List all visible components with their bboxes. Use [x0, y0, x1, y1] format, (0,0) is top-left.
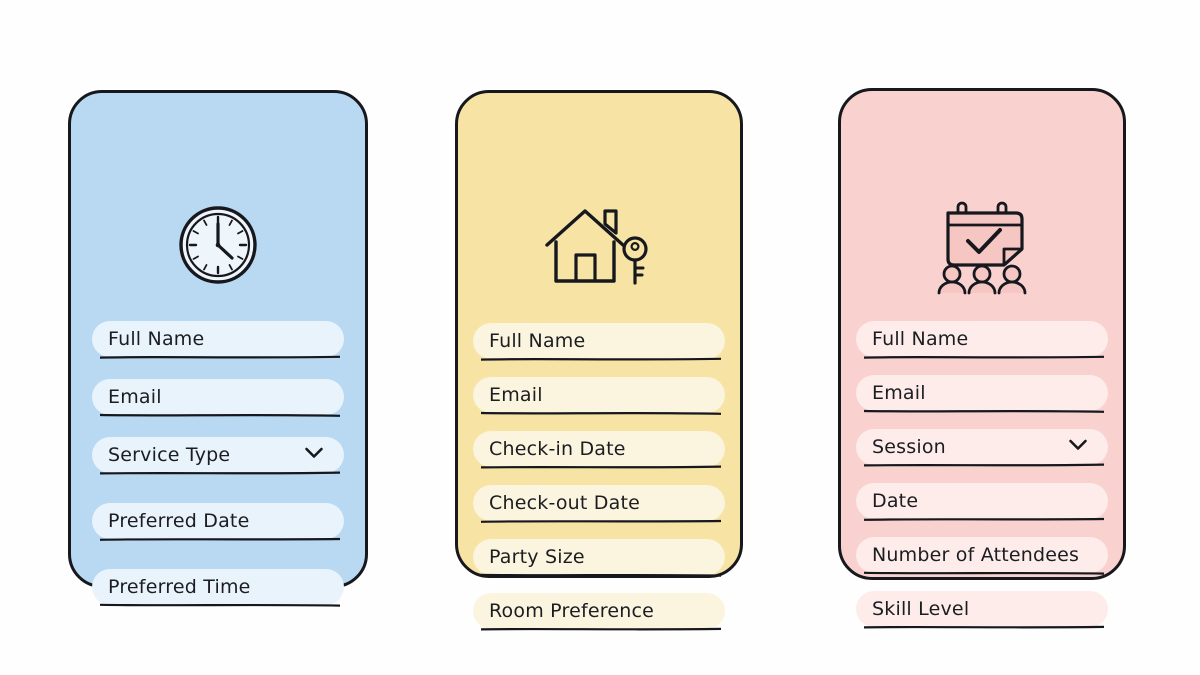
service-type-select[interactable]: Service Type — [92, 437, 344, 477]
form-fields: Full Name Email Check-in Date — [458, 323, 740, 633]
field-pill — [856, 591, 1108, 627]
form-fields: Full Name Email Session — [841, 321, 1123, 631]
full-name-field[interactable]: Full Name — [856, 321, 1108, 361]
preferred-time-field[interactable]: Preferred Time — [92, 569, 344, 609]
field-label: Date — [872, 490, 919, 512]
field-pill — [473, 431, 725, 467]
clock-icon — [71, 203, 365, 287]
field-label: Skill Level — [872, 598, 970, 620]
field-underline — [100, 537, 340, 541]
field-pill — [473, 539, 725, 575]
field-label: Check-out Date — [489, 492, 641, 514]
field-label: Preferred Date — [108, 510, 250, 532]
field-label: Full Name — [489, 330, 586, 352]
field-underline — [100, 603, 340, 607]
field-underline — [100, 471, 340, 475]
check-in-date-field[interactable]: Check-in Date — [473, 431, 725, 471]
field-pill — [92, 437, 344, 473]
lodging-booking-form-card[interactable]: Full Name Email Check-in Date — [451, 90, 743, 631]
email-field[interactable]: Email — [92, 379, 344, 419]
chevron-down-icon[interactable] — [304, 446, 324, 460]
field-label: Number of Attendees — [872, 544, 1080, 566]
party-size-field[interactable]: Party Size — [473, 539, 725, 579]
skill-level-field[interactable]: Skill Level — [856, 591, 1108, 631]
field-label: Email — [872, 382, 926, 404]
field-underline — [864, 409, 1104, 413]
date-field[interactable]: Date — [856, 483, 1108, 523]
check-out-date-field[interactable]: Check-out Date — [473, 485, 725, 525]
field-underline — [481, 519, 721, 523]
preferred-date-field[interactable]: Preferred Date — [92, 503, 344, 543]
field-pill — [473, 593, 725, 629]
field-pill — [92, 503, 344, 539]
field-underline — [481, 627, 721, 631]
field-pill — [856, 483, 1108, 519]
field-label: Room Preference — [489, 600, 654, 622]
field-pill — [92, 569, 344, 605]
field-pill — [856, 321, 1108, 357]
field-pill — [92, 321, 344, 357]
field-label: Preferred Time — [108, 576, 251, 598]
session-select[interactable]: Session — [856, 429, 1108, 469]
email-field[interactable]: Email — [856, 375, 1108, 415]
field-pill — [473, 323, 725, 359]
field-label: Full Name — [108, 328, 205, 350]
field-label: Service Type — [108, 444, 231, 466]
field-pill — [473, 485, 725, 521]
field-label: Email — [108, 386, 162, 408]
field-underline — [481, 357, 721, 361]
room-preference-field[interactable]: Room Preference — [473, 593, 725, 633]
calendar-check-people-icon — [841, 199, 1123, 295]
field-label: Full Name — [872, 328, 969, 350]
class-booking-form-card[interactable]: Full Name Email Session — [834, 88, 1126, 629]
field-underline — [864, 463, 1104, 467]
full-name-field[interactable]: Full Name — [92, 321, 344, 361]
field-underline — [100, 355, 340, 359]
field-pill — [92, 379, 344, 415]
field-underline — [481, 411, 721, 415]
field-pill — [856, 429, 1108, 465]
field-underline — [864, 571, 1104, 575]
field-underline — [100, 413, 340, 417]
field-underline — [481, 465, 721, 469]
field-underline — [864, 625, 1104, 629]
field-underline — [864, 517, 1104, 521]
field-underline — [481, 573, 721, 577]
full-name-field[interactable]: Full Name — [473, 323, 725, 363]
house-key-icon — [458, 201, 740, 293]
email-field[interactable]: Email — [473, 377, 725, 417]
service-booking-form-card[interactable]: Full Name Email Service Type — [64, 90, 368, 607]
chevron-down-icon[interactable] — [1068, 438, 1088, 452]
field-label: Email — [489, 384, 543, 406]
field-label: Check-in Date — [489, 438, 626, 460]
field-pill — [856, 375, 1108, 411]
number-of-attendees-field[interactable]: Number of Attendees — [856, 537, 1108, 577]
field-label: Session — [872, 436, 946, 458]
field-pill — [856, 537, 1108, 573]
field-label: Party Size — [489, 546, 585, 568]
form-fields: Full Name Email Service Type — [71, 321, 365, 609]
field-pill — [473, 377, 725, 413]
field-underline — [864, 355, 1104, 359]
